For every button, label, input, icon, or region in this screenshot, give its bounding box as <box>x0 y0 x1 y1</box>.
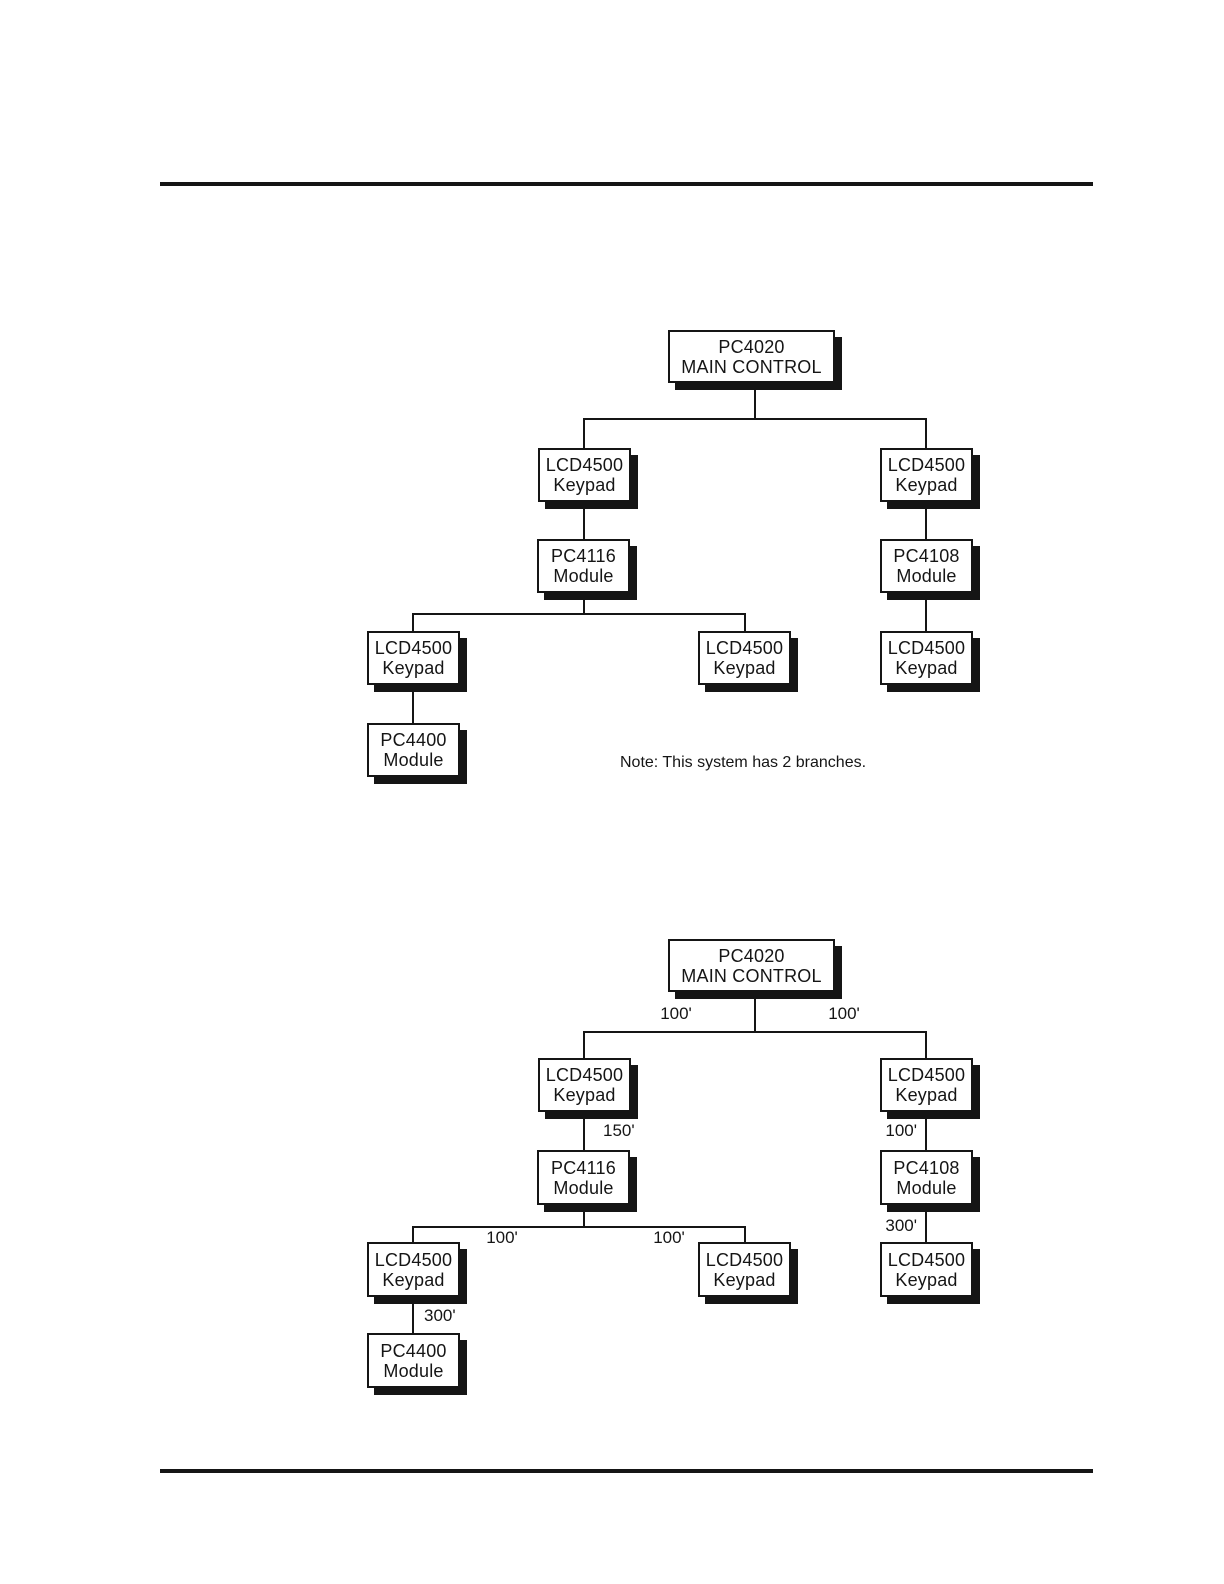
node-model: LCD4500 <box>887 1065 966 1085</box>
pc4116-module-box: PC4116 Module <box>537 539 630 593</box>
node-type: Keypad <box>553 1085 616 1105</box>
node-type: Keypad <box>382 658 445 678</box>
node-model: PC4400 <box>380 1340 447 1361</box>
node-type: Module <box>383 1360 444 1381</box>
node-model: LCD4500 <box>545 455 624 475</box>
connector-line <box>583 1031 927 1033</box>
lcd4500-keypad-box: LCD4500 Keypad <box>880 631 973 685</box>
connector-line <box>583 418 585 448</box>
lcd4500-keypad-box: LCD4500 Keypad <box>880 448 973 502</box>
connector-line <box>583 593 585 613</box>
note-text: Note: This system has 2 branches. <box>620 754 867 771</box>
node-model: PC4020 <box>718 945 785 966</box>
connector-line <box>754 383 756 418</box>
connector-line <box>925 1031 927 1058</box>
lcd4500-keypad-box: LCD4500 Keypad <box>538 1058 631 1112</box>
connector-line <box>412 613 746 615</box>
connector-line <box>583 1031 585 1058</box>
connector-line <box>754 992 756 1031</box>
node-model: PC4108 <box>893 546 960 566</box>
pc4400-module-box: PC4400 Module <box>367 1333 460 1388</box>
node-model: PC4400 <box>380 730 447 750</box>
connector-line <box>412 1226 746 1228</box>
distance-label: 100' <box>828 1004 860 1023</box>
connector-line <box>925 1205 927 1242</box>
connector-line <box>412 1297 414 1333</box>
node-model: LCD4500 <box>374 638 453 658</box>
connector-line <box>925 593 927 631</box>
distance-label: 300' <box>424 1306 456 1325</box>
connector-line <box>583 1112 585 1150</box>
connector-line <box>583 418 927 420</box>
pc4116-module-box: PC4116 Module <box>537 1150 630 1205</box>
pc4108-module-box: PC4108 Module <box>880 539 973 593</box>
node-type: Keypad <box>713 1269 776 1290</box>
lcd4500-keypad-box: LCD4500 Keypad <box>698 631 791 685</box>
node-model: PC4116 <box>551 546 616 566</box>
lcd4500-keypad-box: LCD4500 Keypad <box>880 1058 973 1112</box>
node-type: Module <box>553 566 614 586</box>
pc4020-main-control-box: PC4020 MAIN CONTROL <box>668 330 835 383</box>
lcd4500-keypad-box: LCD4500 Keypad <box>880 1242 973 1297</box>
lcd4500-keypad-box: LCD4500 Keypad <box>538 448 631 502</box>
node-model: LCD4500 <box>887 638 966 658</box>
pc4020-main-control-box: PC4020 MAIN CONTROL <box>668 939 835 992</box>
pc4108-module-box: PC4108 Module <box>880 1150 973 1205</box>
node-type: Keypad <box>382 1269 445 1290</box>
node-type: MAIN CONTROL <box>681 965 822 986</box>
node-type: Keypad <box>895 1269 958 1290</box>
distance-label: 100' <box>660 1004 692 1023</box>
distance-label: 300' <box>885 1216 917 1235</box>
node-model: LCD4500 <box>705 1249 784 1270</box>
node-model: PC4020 <box>718 336 785 357</box>
connector-line <box>925 418 927 448</box>
node-model: LCD4500 <box>887 455 966 475</box>
horizontal-rule-top <box>160 182 1093 186</box>
lcd4500-keypad-box: LCD4500 Keypad <box>367 1242 460 1297</box>
connector-line <box>412 1226 414 1242</box>
distance-label: 100' <box>885 1121 917 1140</box>
node-model: LCD4500 <box>887 1249 966 1270</box>
node-model: PC4116 <box>551 1157 616 1178</box>
connector-line <box>412 613 414 631</box>
node-type: Module <box>383 750 444 770</box>
node-type: Keypad <box>553 475 616 495</box>
connector-line <box>744 613 746 631</box>
pc4400-module-box: PC4400 Module <box>367 723 460 777</box>
connector-line <box>925 500 927 539</box>
connector-line <box>583 500 585 539</box>
node-type: Keypad <box>895 1085 958 1105</box>
distance-label: 100' <box>486 1228 518 1247</box>
lcd4500-keypad-box: LCD4500 Keypad <box>367 631 460 685</box>
distance-label: 150' <box>603 1121 635 1140</box>
node-type: MAIN CONTROL <box>681 356 822 377</box>
node-type: Module <box>553 1177 614 1198</box>
node-model: LCD4500 <box>374 1249 453 1270</box>
connector-line <box>412 685 414 723</box>
horizontal-rule-bottom <box>160 1469 1093 1473</box>
node-model: LCD4500 <box>545 1065 624 1085</box>
node-type: Keypad <box>895 475 958 495</box>
node-type: Module <box>896 566 957 586</box>
node-type: Keypad <box>713 658 776 678</box>
lcd4500-keypad-box: LCD4500 Keypad <box>698 1242 791 1297</box>
connector-line <box>744 1226 746 1242</box>
connector-line <box>925 1112 927 1150</box>
node-type: Module <box>896 1177 957 1198</box>
node-type: Keypad <box>895 658 958 678</box>
distance-label: 100' <box>653 1228 685 1247</box>
node-model: PC4108 <box>893 1157 960 1178</box>
node-model: LCD4500 <box>705 638 784 658</box>
connector-line <box>583 1205 585 1226</box>
